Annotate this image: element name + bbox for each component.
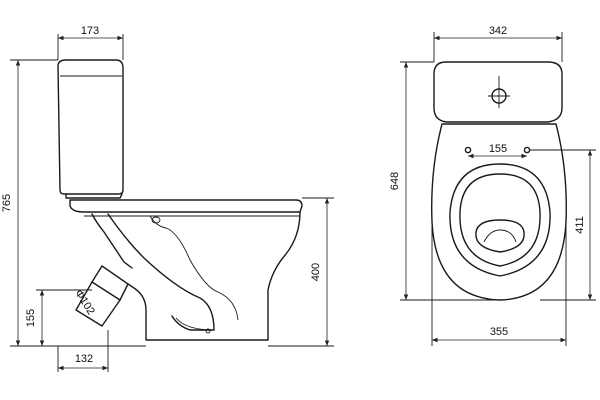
trap-wall [107,213,215,331]
hinge-hole-left [464,146,472,154]
top-view: 342 155 648 411 355 [389,25,596,346]
outlet-pipe [91,265,129,301]
trap-bottom [175,317,215,331]
side-view: 173 765 400 155 Φ102 132 [1,25,334,372]
label-outlet-offset: 132 [75,353,93,365]
tank-outline [57,59,124,195]
label-tank-depth: 173 [81,25,99,37]
flush-hole [151,216,161,224]
label-tank-width: 342 [489,25,507,37]
label-outlet-diameter: Φ102 [72,288,97,317]
fixing-hole [205,328,211,334]
seat-ring-inner [459,173,541,267]
seat-rim [69,199,303,213]
seat-ring-outer [449,163,551,277]
label-total-depth: 648 [389,172,401,190]
label-bowl-depth: 411 [574,216,586,234]
label-hole-spacing: 155 [489,143,507,155]
bowl-outer-outline [431,123,567,301]
hinge-hole-right [523,146,531,154]
tank-foot [65,193,123,199]
trap-inner [91,213,133,269]
bowl-opening [475,219,525,253]
tank-top-outline [433,61,563,123]
label-total-height: 765 [1,194,13,212]
outlet-opening [75,281,121,327]
trap-curve [149,215,239,321]
label-seat-height: 400 [310,263,322,281]
label-bowl-width: 355 [490,326,508,338]
label-outlet-height: 155 [25,309,37,327]
bowl-water [483,229,517,243]
bowl-body [127,211,301,341]
